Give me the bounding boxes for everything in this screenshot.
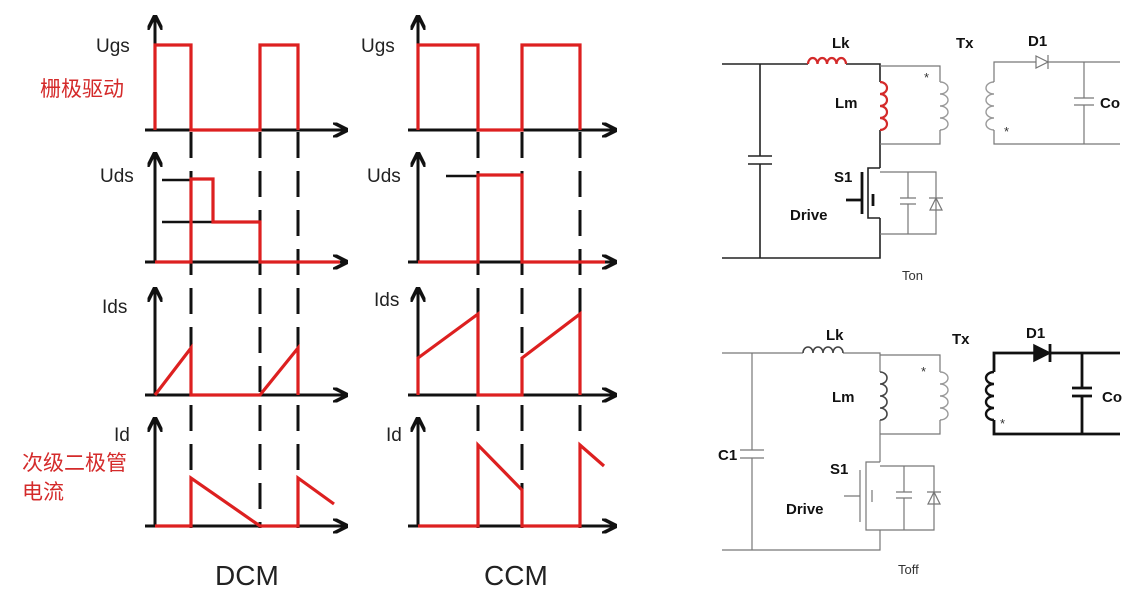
ccm-ugs-plot: Ugs	[361, 18, 614, 130]
dcm-ids-label: Ids	[102, 297, 127, 318]
dcm-ugs-trace	[153, 43, 300, 132]
toff-d1-label: D1	[1026, 325, 1045, 342]
dcm-ids-trace	[153, 343, 300, 397]
dcm-ugs-plot: Ugs	[96, 18, 345, 130]
ton-tx-secondary-dot: *	[1004, 124, 1009, 139]
dcm-uds-label: Uds	[100, 166, 134, 187]
ccm-uds-label: Uds	[367, 166, 401, 187]
ccm-id-label: Id	[386, 425, 402, 446]
toff-s1-channel	[865, 461, 880, 531]
toff-d1-diode	[1033, 343, 1052, 363]
ton-tx-primary-coil	[939, 81, 949, 131]
ton-lk-inductor	[806, 56, 848, 65]
toff-lk-label: Lk	[826, 327, 844, 344]
ton-lk-to-lm	[846, 63, 881, 82]
toff-tx-secondary-bottom-lead	[992, 420, 1120, 436]
ton-lk-label: Lk	[832, 35, 850, 52]
label-secondary-diode-current-1: 次级二极管	[22, 451, 127, 475]
dcm-id-trace	[155, 474, 335, 528]
toff-c1-label: C1	[718, 447, 737, 464]
toff-tx-primary-dot: *	[921, 364, 926, 379]
toff-s1-label: S1	[830, 461, 848, 478]
toff-co-label: Co	[1102, 389, 1122, 406]
ton-return-rail	[722, 218, 881, 259]
dcm-id-label: Id	[114, 425, 130, 446]
toff-s1-parallel-path	[880, 465, 935, 531]
ccm-id-plot: Id	[386, 420, 614, 526]
ton-tx-primary-bottom-lead	[880, 130, 941, 145]
toff-drive-label: Drive	[786, 501, 824, 518]
toff-c1-capacitor	[740, 353, 764, 550]
toff-caption: Toff	[898, 562, 919, 577]
ccm-ids-label: Ids	[374, 290, 399, 311]
toff-return-rail	[722, 530, 881, 551]
toff-co-capacitor	[1072, 353, 1092, 434]
toff-lm-label: Lm	[832, 389, 855, 406]
ccm-ugs-label: Ugs	[361, 36, 395, 57]
dcm-column: Ugs Uds Ids	[96, 18, 345, 591]
ton-lm-label: Lm	[835, 95, 858, 112]
dcm-caption: DCM	[215, 560, 279, 591]
ton-s1-gate-lead	[846, 194, 875, 206]
ton-input-capacitor	[748, 155, 772, 165]
ton-tx-secondary-top-lead	[993, 61, 1036, 82]
toff-s1-gate	[844, 470, 873, 522]
ton-tx-primary-dot: *	[924, 70, 929, 85]
ton-s1-channel	[867, 167, 880, 219]
ccm-uds-trace	[418, 173, 605, 264]
ton-circuit: * * Lk Lm Tx D1 Co S1 Drive Ton	[722, 33, 1120, 283]
ccm-uds-plot: Uds	[367, 155, 614, 262]
toff-tx-secondary-dot: *	[1000, 416, 1005, 431]
dcm-ugs-label: Ugs	[96, 36, 130, 57]
ton-tx-secondary-coil	[985, 81, 995, 131]
waveform-panel: 栅极驱动 次级二极管 电流 Ugs Uds	[22, 18, 614, 591]
ton-s1-body-diode	[929, 196, 943, 211]
ton-co-capacitor	[1074, 62, 1094, 144]
ton-d1-label: D1	[1028, 33, 1047, 50]
dcm-uds-trace	[155, 177, 340, 264]
ton-d1-diode	[1035, 55, 1050, 69]
ton-tx-secondary-bottom-lead	[993, 130, 1120, 145]
ccm-ids-trace	[416, 310, 582, 397]
ccm-ugs-trace	[416, 43, 582, 132]
ton-tx-primary-top-lead	[880, 65, 941, 82]
toff-s1-parallel-capacitor	[896, 466, 912, 530]
toff-tx-secondary-top-lead	[992, 351, 1034, 372]
dcm-id-plot: Id	[114, 420, 345, 526]
ton-drive-label: Drive	[790, 207, 828, 224]
toff-tx-primary-top-lead	[880, 354, 941, 372]
toff-lk-to-lm	[843, 352, 881, 372]
toff-tx-label: Tx	[952, 331, 970, 348]
ccm-column: Ugs Uds Ids Id	[361, 18, 614, 591]
ton-co-label: Co	[1100, 95, 1120, 112]
ccm-id-trace	[418, 441, 606, 528]
ton-tx-label: Tx	[956, 35, 974, 52]
ton-caption: Ton	[902, 268, 923, 283]
toff-tx-primary-bottom-lead	[880, 420, 941, 435]
ton-s1-parallel-capacitor	[900, 172, 916, 234]
ton-lm-inductor	[879, 80, 889, 132]
label-gate-drive: 栅极驱动	[40, 77, 124, 101]
ton-s1-label: S1	[834, 169, 852, 186]
toff-tx-primary-coil	[939, 371, 949, 421]
toff-tx-secondary-coil	[984, 370, 995, 422]
label-secondary-diode-current-2: 电流	[22, 480, 64, 504]
dcm-ids-plot: Ids	[102, 290, 345, 395]
ccm-caption: CCM	[484, 560, 548, 591]
ccm-ids-plot: Ids	[374, 290, 614, 395]
toff-lm-inductor	[879, 371, 888, 421]
toff-lk-inductor	[802, 346, 844, 354]
toff-s1-body-diode	[927, 490, 941, 505]
dcm-uds-plot: Uds	[100, 155, 345, 262]
toff-circuit: * * Lk Lm Tx D1 Co C1 S1 Drive Toff	[718, 325, 1122, 577]
